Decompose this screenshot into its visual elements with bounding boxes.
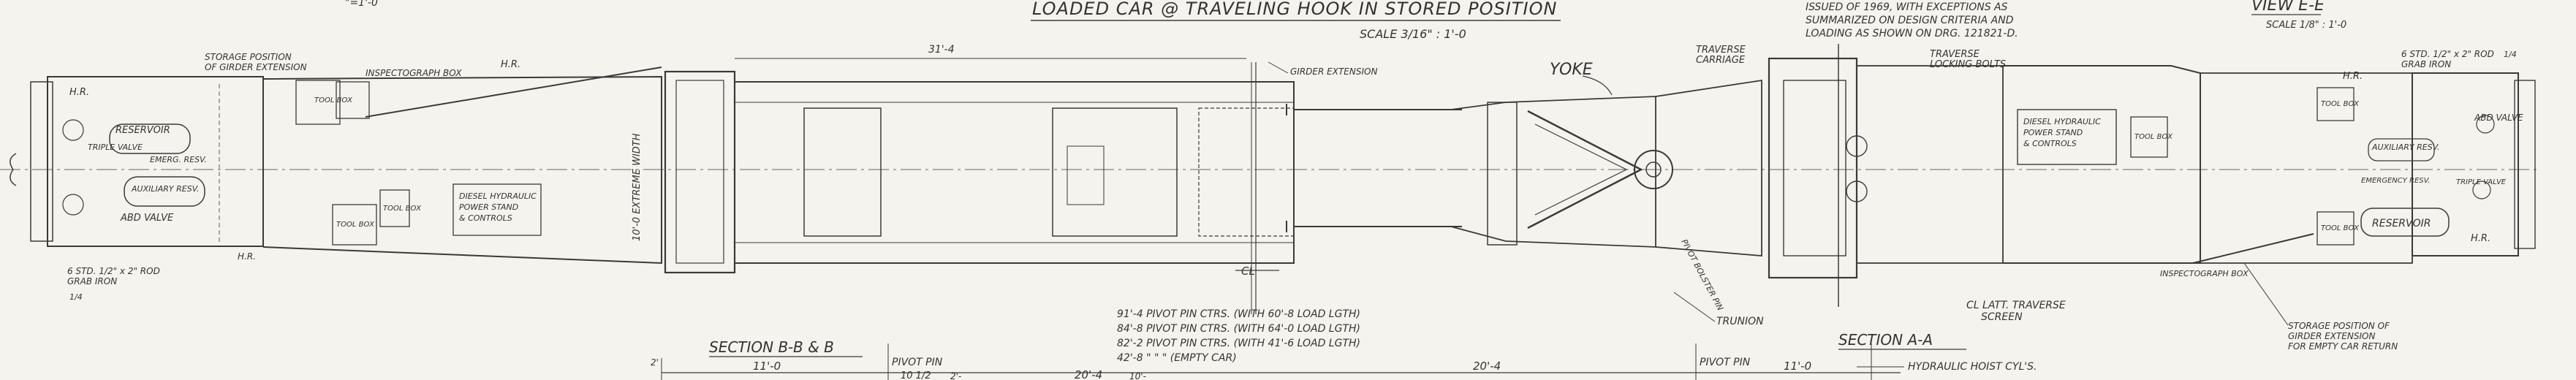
pivot-line-4: 42'-8 " " " (EMPTY CAR): [1117, 352, 1237, 364]
pivot-line-1: 91'-4 PIVOT PIN CTRS. (WITH 60'-8 LOAD L…: [1117, 308, 1360, 320]
grab-iron-right-2: GRAB IRON: [2401, 59, 2451, 69]
grab-iron-left-2: GRAB IRON: [67, 276, 117, 286]
main-scale: SCALE 3/16" : 1'-0: [1360, 27, 1466, 41]
left-car-end: [10, 76, 377, 247]
triple-valve-left: TRIPLE VALVE: [88, 142, 143, 152]
dim-11-0-right: 11'-0: [1784, 360, 1811, 373]
grab-iron-right-1: 6 STD. 1/2" x 2" ROD: [2401, 49, 2494, 59]
cl-mark: CL: [1241, 265, 1255, 278]
hr-left-mid: H.R.: [501, 59, 520, 70]
tool-box-right-mid: TOOL BOX: [2134, 133, 2173, 141]
pivot-pin-left: PIVOT PIN: [892, 357, 943, 368]
section-aa: SECTION A-A: [1838, 331, 1933, 349]
tool-box-left-mid: TOOL BOX: [383, 205, 422, 213]
note-line-1: ISSUED OF 1969, WITH EXCEPTIONS AS: [1806, 1, 2008, 13]
note-line-2: SUMMARIZED ON DESIGN CRITERIA AND: [1806, 15, 2014, 26]
diesel-left-2: POWER STAND: [459, 202, 518, 212]
dim-20-4-right: 20'-4: [1473, 360, 1501, 373]
bottom-partial-1: 2'-: [950, 371, 961, 380]
dim-10-half: 10 1/2: [901, 370, 931, 380]
diesel-left-1: DIESEL HYDRAULIC: [459, 191, 537, 201]
drawing-title: LOADED CAR @ TRAVELING HOOK IN STORED PO…: [1032, 0, 1557, 19]
auxiliary-resv-right: AUXILIARY RESV.: [2371, 142, 2439, 152]
pivot-line-2: 84'-8 PIVOT PIN CTRS. (WITH 64'-0 LOAD L…: [1117, 323, 1360, 335]
main-girder: [664, 62, 1295, 314]
auxiliary-resv-left: AUXILIARY RESV.: [131, 184, 199, 194]
triple-valve-right: TRIPLE VALVE: [2456, 178, 2507, 186]
dim-11-0-left: 11'-0: [753, 360, 781, 373]
storage-position-left-1: STORAGE POSITION: [205, 52, 292, 62]
traverse-carriage-1: TRAVERSE: [1696, 45, 1746, 56]
diesel-right-3: & CONTROLS: [2023, 139, 2077, 148]
view-scale: SCALE 1/8" : 1'-0: [2266, 20, 2346, 31]
frame-width: 10'-0 EXTREME WIDTH: [632, 133, 643, 241]
traverse-carriage-2: CARRIAGE: [1696, 55, 1746, 66]
girder-extension-label: GIRDER EXTENSION: [1290, 66, 1377, 77]
hr-left-top: H.R.: [69, 87, 89, 98]
abd-valve-left: ABD VALVE: [120, 213, 174, 224]
view-label: VIEW E-E: [2251, 0, 2325, 15]
trunion-label: TRUNION: [1716, 316, 1764, 327]
tool-box-left-top: TOOL BOX: [314, 96, 353, 104]
emergency-resv-right: EMERGENCY RESV.: [2361, 177, 2431, 185]
hr-right-bottom: H.R.: [2471, 233, 2490, 244]
abd-valve-right: ABD VALVE: [2474, 113, 2523, 123]
dim-2: 2': [651, 357, 659, 368]
dim-quarter-left: 1/4: [69, 292, 83, 302]
hr-right-top: H.R.: [2343, 71, 2363, 82]
tool-box-left-bottom: TOOL BOX: [336, 221, 375, 229]
dim-quarter-right: 1/4: [2504, 50, 2517, 59]
inspectograph-box-right: INSPECTOGRAPH BOX: [2160, 269, 2249, 278]
traverse-carriage: [1768, 44, 2004, 307]
diesel-right-1: DIESEL HYDRAULIC: [2023, 117, 2101, 126]
tool-box-right-top: TOOL BOX: [2321, 100, 2360, 108]
grab-iron-left-1: 6 STD. 1/2" x 2" ROD: [67, 266, 160, 276]
dim-20-4-left: 20'-4: [1075, 368, 1102, 380]
traverse-bolts-2: LOCKING BOLTS: [1930, 59, 2006, 70]
latt-traverse-1: CL LATT. TRAVERSE: [1966, 300, 2066, 311]
pivot-pin-right: PIVOT PIN: [1700, 357, 1751, 368]
diesel-left-3: & CONTROLS: [459, 213, 512, 223]
emerg-resv-left: EMERG. RESV.: [150, 155, 207, 164]
dim-31-4: 31'-4: [928, 44, 955, 56]
note-line-3: LOADING AS SHOWN ON DRG. 121821-D.: [1806, 28, 2018, 39]
hr-left-bottom: H.R.: [238, 251, 256, 262]
bottom-partial-2: 10'-: [1129, 371, 1146, 380]
top-left-scale-fragment: "=1'-0: [345, 0, 378, 9]
traverse-bolts-1: TRAVERSE: [1930, 49, 1980, 60]
latt-traverse-2: SCREEN: [1981, 311, 2023, 323]
storage-position-right-3: FOR EMPTY CAR RETURN: [2288, 341, 2398, 352]
inspectograph-box-left: INSPECTOGRAPH BOX: [365, 68, 462, 78]
reservoir-left: RESERVOIR: [115, 125, 170, 136]
storage-position-right-2: GIRDER EXTENSION: [2288, 331, 2375, 341]
yoke-label: YOKE: [1550, 61, 1593, 79]
diesel-right-2: POWER STAND: [2023, 128, 2083, 137]
yoke-assembly: [1450, 79, 1762, 256]
hydraulic-hoist: HYDRAULIC HOIST CYL'S.: [1908, 361, 2037, 373]
storage-position-right-1: STORAGE POSITION OF: [2288, 321, 2390, 331]
pivot-line-3: 82'-2 PIVOT PIN CTRS. (WITH 41'-6 LOAD L…: [1117, 338, 1360, 349]
storage-position-left-2: OF GIRDER EXTENSION: [205, 62, 307, 72]
reservoir-right: RESERVOIR: [2372, 218, 2431, 229]
section-bb: SECTION B-B & B: [709, 338, 834, 356]
tool-box-right-bottom: TOOL BOX: [2321, 224, 2360, 232]
